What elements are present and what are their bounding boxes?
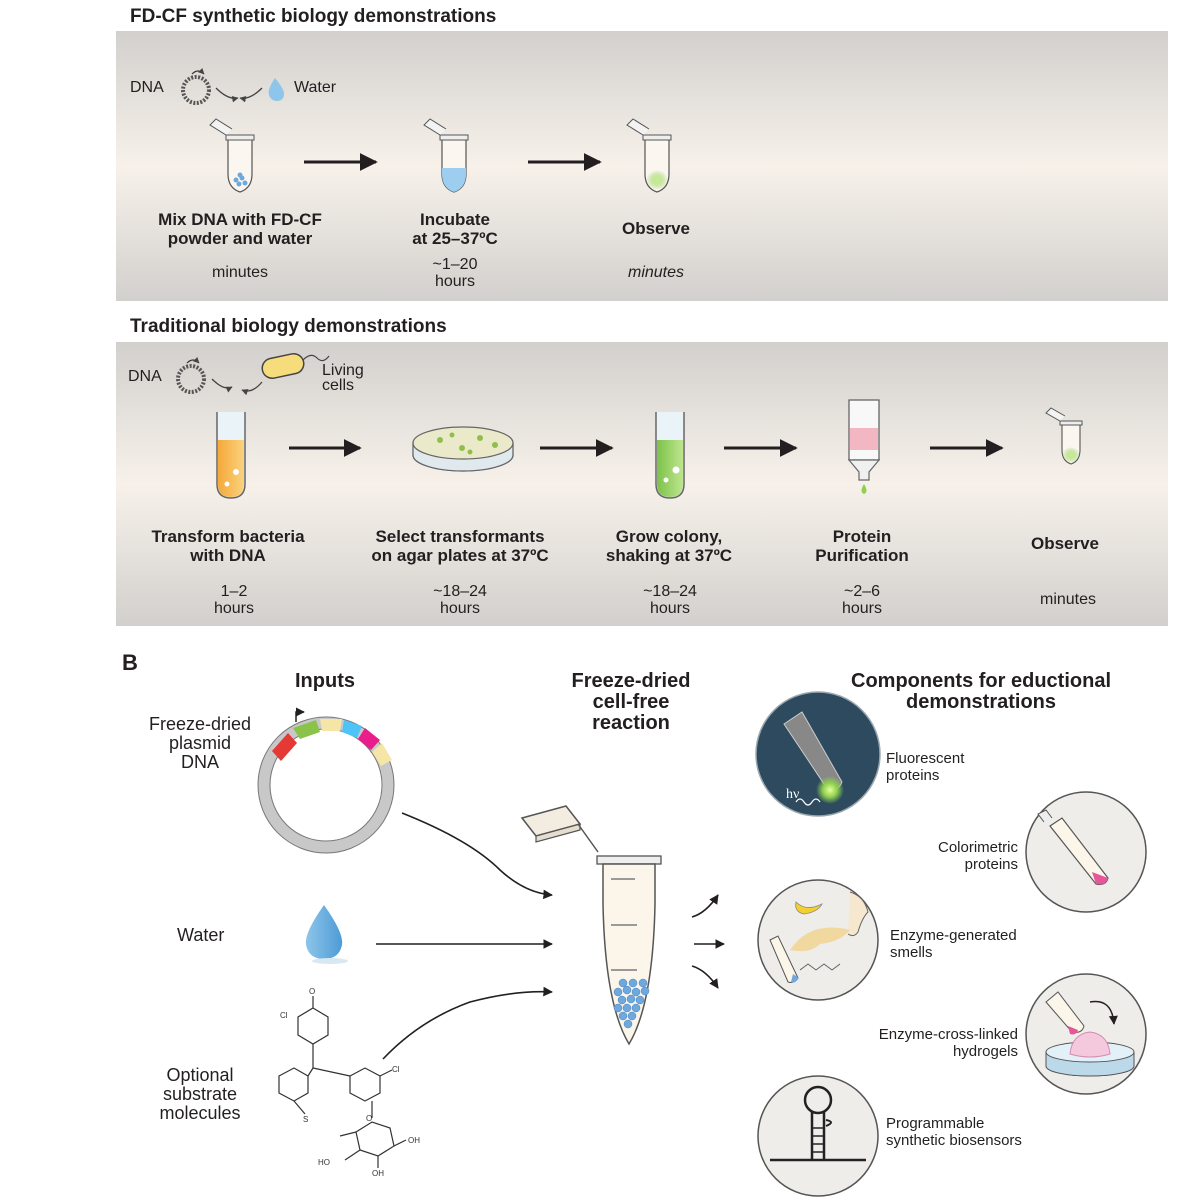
reaction-beads bbox=[613, 978, 650, 1029]
smell-enzyme-icon bbox=[757, 879, 879, 1001]
culture-tube-orange-icon bbox=[216, 412, 246, 499]
plasmid-icon bbox=[181, 68, 211, 105]
traditional-section-title: Traditional biology demonstrations bbox=[130, 316, 447, 337]
purification-column-icon bbox=[847, 399, 881, 494]
biosensor-icon bbox=[757, 1075, 879, 1197]
water-drop-large-icon bbox=[305, 905, 348, 964]
fdcf-panel bbox=[116, 31, 1168, 301]
atom-cl-right: Cl bbox=[392, 1065, 400, 1074]
substrate-molecule-icon bbox=[278, 996, 407, 1168]
panel-b-letter: B bbox=[122, 650, 138, 675]
bacterium-icon bbox=[261, 352, 330, 380]
inputs-title: Inputs bbox=[295, 670, 355, 692]
hv-label: hν bbox=[786, 787, 799, 802]
petri-dish-icon bbox=[412, 426, 514, 472]
fdcf-step1-time: minutes bbox=[211, 264, 269, 281]
culture-tube-green-icon bbox=[655, 412, 685, 499]
trad-step5-time: minutes bbox=[1039, 591, 1097, 608]
water-drop-icon bbox=[268, 78, 285, 101]
atom-o-ring: O bbox=[366, 1114, 372, 1123]
fdcf-section-title: FD-CF synthetic biology demonstrations bbox=[130, 6, 497, 27]
atom-o: O bbox=[309, 987, 315, 996]
atom-oh-1: OH bbox=[408, 1136, 420, 1145]
atom-ho: HO bbox=[318, 1158, 330, 1167]
trad-step3-label: Grow colony,shaking at 37ºC bbox=[605, 527, 733, 565]
hydrogel-icon bbox=[1025, 973, 1147, 1095]
fdcf-dna-label: DNA bbox=[130, 79, 164, 96]
water-input-label: Water bbox=[177, 925, 225, 945]
tube-observe-icon bbox=[626, 118, 672, 193]
plasmid-map-icon bbox=[257, 707, 395, 854]
fdcf-illustrations bbox=[181, 68, 672, 193]
observe-tube-icon bbox=[1045, 407, 1083, 465]
traditional-dna-label: DNA bbox=[128, 368, 162, 385]
tube-incubate-icon bbox=[423, 118, 469, 193]
fdcf-step3-time: minutes bbox=[627, 264, 685, 281]
fdcf-step3-label: Observe bbox=[621, 219, 691, 238]
fdcf-water-label: Water bbox=[294, 79, 337, 96]
atom-cl-top: Cl bbox=[280, 1011, 288, 1020]
traditional-illustrations bbox=[176, 352, 1083, 499]
trad-step5-label: Observe bbox=[1030, 534, 1100, 553]
traditional-panel bbox=[116, 342, 1168, 626]
atom-oh-2: OH bbox=[372, 1169, 384, 1178]
panel-b-illustrations: O Cl Cl S O OH OH HO hν bbox=[257, 691, 1147, 1197]
fluorescent-protein-icon: hν bbox=[755, 691, 881, 817]
tube-mix-icon bbox=[209, 118, 255, 193]
colorimetric-protein-icon bbox=[1025, 791, 1147, 913]
atom-s: S bbox=[303, 1115, 308, 1124]
